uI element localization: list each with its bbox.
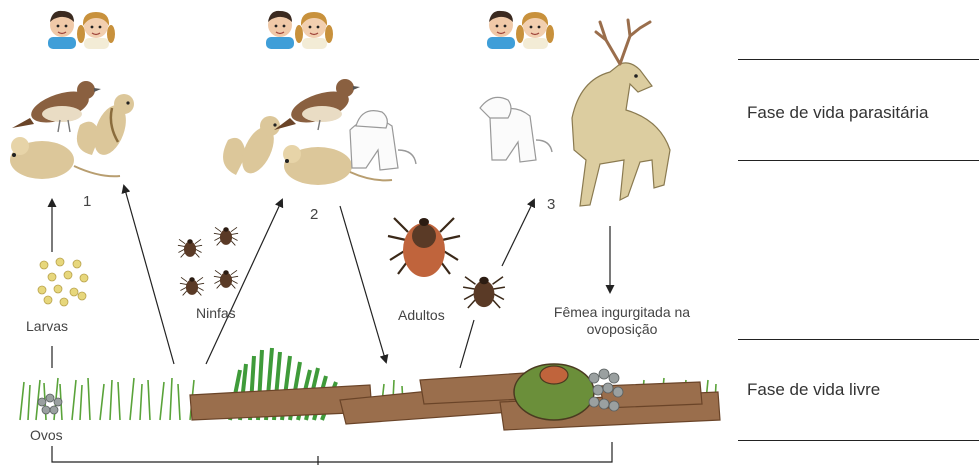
tick-icon [388,218,460,277]
tick-icon [463,277,505,308]
tick-icon [178,239,202,257]
label-ninfas: Ninfas [196,305,236,322]
phase-parasitic-label: Fase de vida parasitária [747,103,928,123]
dog-icon [350,111,416,170]
tick-icon [180,277,204,295]
bird-icon [274,79,360,130]
stage-number-3: 3 [547,196,555,213]
divider-line [738,59,979,60]
deer-icon [572,20,670,206]
stage-number-2: 2 [310,206,318,223]
label-ovos: Ovos [30,427,63,444]
children-icon [266,11,333,49]
tick-icon [214,227,238,245]
phase-free-label: Fase de vida livre [747,380,880,400]
divider-line [738,339,979,340]
squirrel-icon [223,116,280,178]
label-larvas: Larvas [26,318,68,335]
stage-number-1: 1 [83,193,91,210]
divider-line [738,160,979,161]
divider-line [738,440,979,441]
label-adultos: Adultos [398,307,445,324]
children-icon [487,11,554,49]
children-icon [48,11,115,49]
label-femea-ingurgitada: Fêmea ingurgitada na ovoposição [537,304,707,338]
tick-icon [514,364,594,420]
dog-icon [480,97,552,162]
eggs-icon [38,258,88,306]
tick-icon [214,270,238,288]
